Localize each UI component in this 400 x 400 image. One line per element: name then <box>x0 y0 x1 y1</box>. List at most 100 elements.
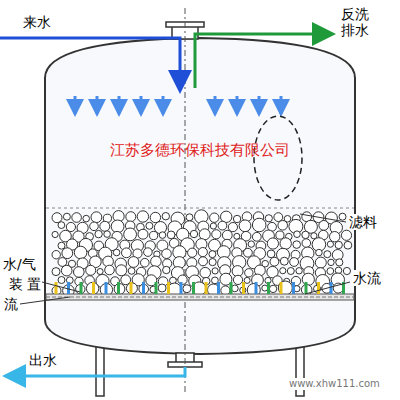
media-grain <box>245 269 253 277</box>
nozzle <box>67 282 70 294</box>
flow-arrow <box>140 96 143 114</box>
media-grain <box>91 212 102 223</box>
media-grain <box>302 273 314 285</box>
media-grain <box>244 248 253 257</box>
media-grain <box>267 238 278 249</box>
media-grain <box>328 259 334 265</box>
nozzle <box>180 282 183 294</box>
media-grain <box>262 285 268 291</box>
nozzle <box>142 282 145 294</box>
media-grain <box>336 259 343 266</box>
media-grain <box>222 230 232 240</box>
nozzle <box>205 282 208 294</box>
plate-dash <box>46 297 354 298</box>
company-watermark: 江苏多德环保科技有限公司 <box>109 142 291 159</box>
media-grain <box>252 218 266 232</box>
media-grain <box>209 251 216 258</box>
media-grain <box>186 214 193 221</box>
media-grain <box>315 257 326 268</box>
inlet-arrow <box>0 38 180 88</box>
nozzle <box>280 282 283 294</box>
media-surface <box>46 208 354 209</box>
media-grain <box>162 249 172 259</box>
media-grain <box>341 230 351 240</box>
media-grain <box>58 222 65 229</box>
media-grain <box>327 268 334 275</box>
flow-arrow <box>74 96 77 114</box>
callout-label: 流 <box>3 296 19 312</box>
media-grain <box>72 213 82 223</box>
callout-label: 滤料 <box>348 214 378 230</box>
media-grain <box>265 215 272 222</box>
filter-media <box>52 210 352 297</box>
media-grain <box>302 231 309 238</box>
nozzle <box>105 282 108 294</box>
nozzle <box>155 282 158 294</box>
nozzles <box>56 282 344 294</box>
media-grain <box>52 213 62 223</box>
media-grain <box>343 267 350 274</box>
nozzle <box>92 282 95 294</box>
media-grain <box>83 215 90 222</box>
media-grain <box>183 285 191 293</box>
nozzle <box>292 282 295 294</box>
media-grain <box>100 221 110 231</box>
media-grain <box>198 248 207 257</box>
media-grain <box>159 232 166 239</box>
distributor-plate <box>46 294 354 300</box>
callout-label: 水/气 <box>2 256 37 272</box>
media-grain <box>209 259 216 266</box>
media-grain <box>167 231 175 239</box>
media-grain <box>150 231 158 239</box>
media-grain <box>290 258 299 267</box>
tank-shell <box>45 38 355 354</box>
nozzle <box>267 282 270 294</box>
media-grain <box>233 275 242 284</box>
media-grain <box>128 257 139 268</box>
media-grain <box>190 230 197 237</box>
media-grain <box>105 265 115 275</box>
media-grain <box>344 241 352 249</box>
callout-label: 反洗 排水 <box>340 6 372 38</box>
media-grain <box>270 257 279 266</box>
media-grain <box>293 241 301 249</box>
media-grain <box>339 213 346 220</box>
url-watermark: www.xhw111.com <box>288 378 381 390</box>
media-grain <box>335 241 342 248</box>
media-grain <box>146 222 153 229</box>
media-grain <box>302 239 311 248</box>
backwash-arrow <box>195 34 330 88</box>
media-grain <box>150 212 160 222</box>
media-grain <box>192 282 206 296</box>
media-grain <box>128 268 135 275</box>
media-grain <box>267 250 275 258</box>
media-grain <box>287 268 294 275</box>
nozzle <box>230 282 233 294</box>
media-grain <box>126 283 137 294</box>
callout-label: 水流 <box>352 270 382 286</box>
media-grain <box>210 223 216 229</box>
media-grain <box>163 266 170 273</box>
media-grain <box>330 232 340 242</box>
media-grain <box>199 257 208 266</box>
media-grain <box>58 277 65 284</box>
media-grain <box>278 281 292 295</box>
media-grain <box>52 268 60 276</box>
media-grain <box>269 285 276 292</box>
flow-arrow <box>118 96 121 114</box>
media-grain <box>52 251 60 259</box>
media-grain <box>126 212 136 222</box>
media-grain <box>212 268 218 274</box>
nozzle <box>130 282 133 294</box>
media-grain <box>74 267 85 278</box>
media-grain <box>280 238 291 249</box>
leader-lines <box>20 214 350 304</box>
nozzle <box>330 282 333 294</box>
media-grain <box>228 223 237 232</box>
media-grain <box>296 268 302 274</box>
nozzle <box>317 282 320 294</box>
media-grain <box>319 221 329 231</box>
media-grain <box>122 248 132 258</box>
media-grain <box>278 221 288 231</box>
